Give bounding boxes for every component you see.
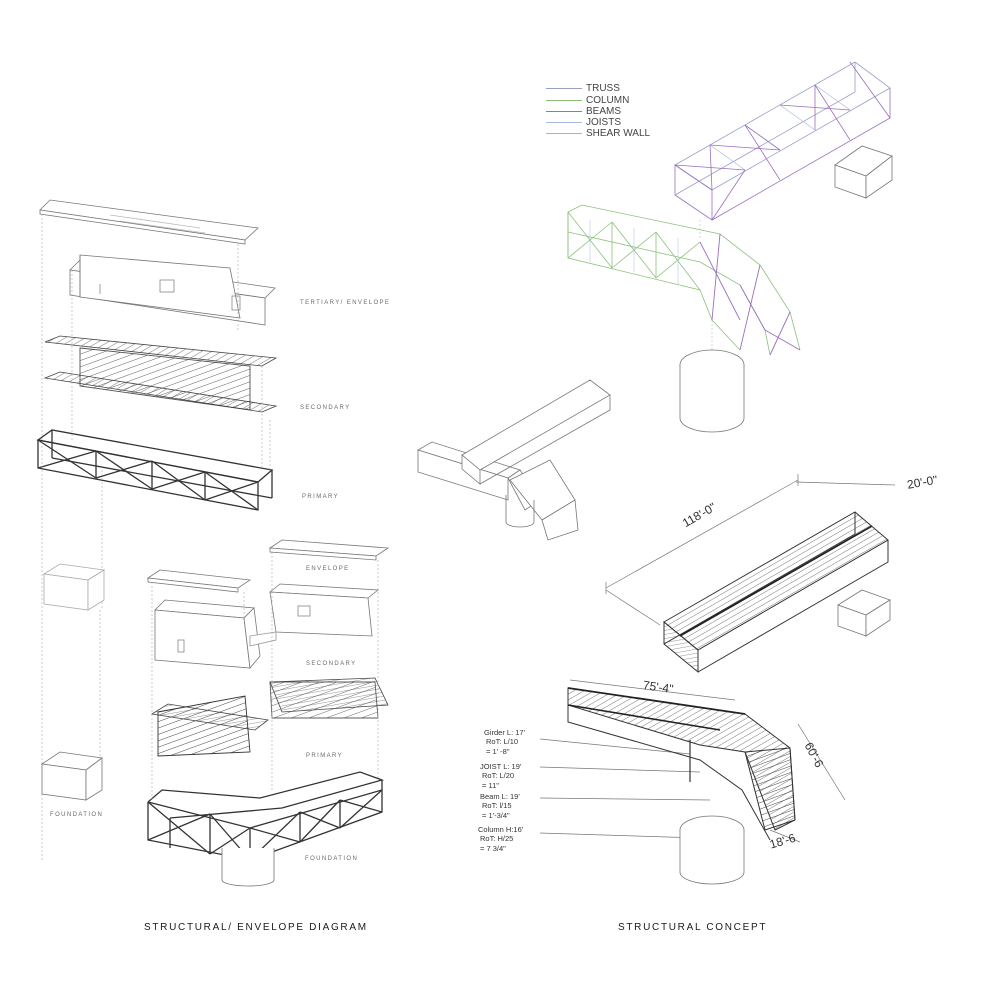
spec-beam: Beam L: 19' RoT: l/15 = 1'-3/4" (480, 792, 520, 820)
stack-a-primary-truss (36, 429, 274, 511)
stack-b-foundation-cylinder (221, 848, 275, 887)
spec-line: JOIST L: 19' (480, 762, 522, 771)
stack-b-roof (146, 539, 390, 593)
stack-b-primary-truss (147, 771, 385, 861)
spec-line: RoT: L/20 (482, 771, 515, 781)
legend-label: TRUSS (586, 83, 620, 94)
legend-swatch (546, 122, 582, 123)
stack-a-label-secondary: SECONDARY (300, 405, 351, 411)
left-diagram-title: STRUCTURAL/ ENVELOPE DIAGRAM (144, 922, 368, 933)
bent-truss (567, 687, 796, 841)
right-upper-cylinder (679, 349, 745, 433)
colored-truss-guides (699, 220, 713, 360)
stack-a-label-foundation: FOUNDATION (50, 812, 104, 818)
legend-swatch (546, 111, 582, 112)
legend-label: SHEAR WALL (586, 128, 651, 139)
spec-line: RoT: H/25 (480, 834, 514, 844)
right-diagram-title: STRUCTURAL CONCEPT (618, 922, 768, 933)
spec-line: = 1' -8" (486, 746, 510, 756)
legend-swatch (546, 88, 582, 89)
spec-column: Column H:16' RoT: H/25 = 7 3/4" (478, 825, 523, 853)
spec-line: Column H:16' (478, 825, 524, 834)
dimension-lines-long (605, 474, 896, 626)
long-truss-cube (837, 589, 891, 637)
stack-b-label-foundation: FOUNDATION (305, 856, 359, 862)
legend-swatch (546, 100, 582, 101)
spec-line: Beam L: 19' (480, 792, 520, 801)
stack-a-label-primary: PRIMARY (302, 494, 340, 500)
stack-a-secondary-floor (43, 335, 278, 413)
spec-line: RoT: L/10 (486, 737, 519, 747)
legend-label: BEAMS (586, 106, 622, 117)
spec-joist: JOIST L: 19' RoT: L/20 = 11" (480, 762, 521, 790)
stack-a-envelope (69, 254, 276, 326)
spec-line: RoT: l/15 (482, 801, 512, 811)
stack-b-label-primary: PRIMARY (306, 753, 344, 759)
right-upper-cube (834, 145, 893, 199)
spec-line: = 7 3/4" (480, 843, 506, 853)
stack-a-foundation (42, 563, 106, 611)
bent-truss-dimension-lines (539, 679, 846, 843)
stack-a-label-envelope: TERTIARY/ ENVELOPE (300, 300, 391, 306)
spec-line: = 11" (482, 780, 499, 790)
stack-b-label-envelope: ENVELOPE (306, 566, 350, 572)
colored-truss-upper (674, 61, 891, 221)
spec-line: = 1'-3/4" (482, 810, 510, 820)
stack-a-roof (39, 199, 259, 245)
stack-b-envelope (154, 583, 380, 669)
stack-b-guide-lines (151, 552, 379, 800)
spec-line: Girder L: 17' (484, 728, 526, 737)
bent-truss-cylinder (679, 815, 745, 885)
spec-girder: Girder L: 17' RoT: L/10 = 1' -8" (484, 728, 525, 756)
legend-swatch (546, 133, 582, 134)
legend-label: JOISTS (586, 117, 622, 128)
stack-b-label-secondary: SECONDARY (306, 661, 357, 667)
stack-b-secondary-frames (150, 677, 389, 757)
legend-label: COLUMN (586, 95, 630, 106)
stack-a-foundation-bottom (40, 751, 104, 801)
long-truss (663, 511, 889, 674)
colored-truss-lower (567, 204, 801, 356)
concept-massing (417, 379, 611, 541)
